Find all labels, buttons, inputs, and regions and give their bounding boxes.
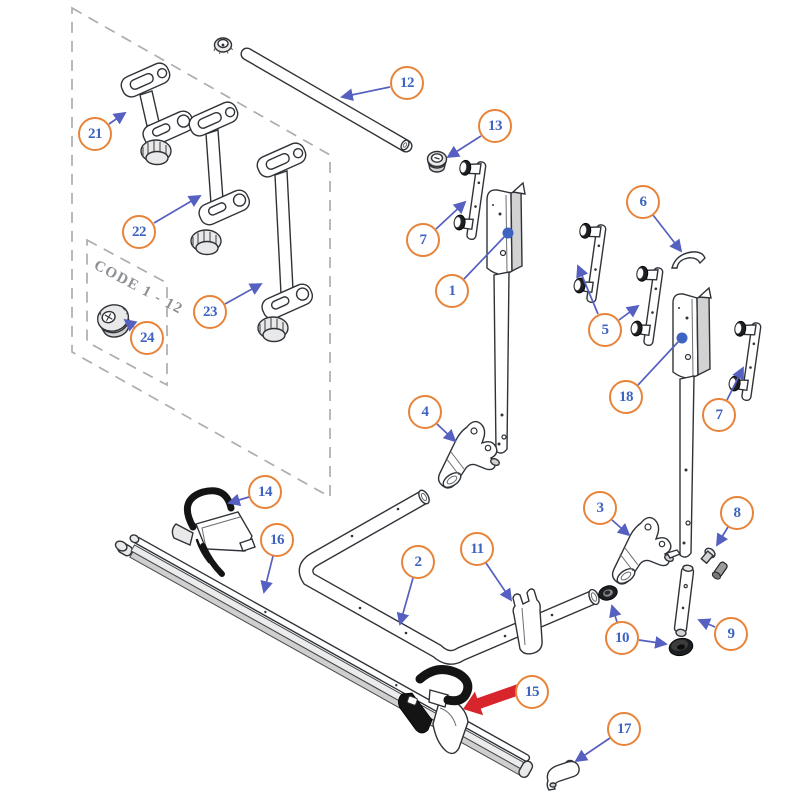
part-22-holder-medium bbox=[188, 101, 251, 256]
callout-4: 4 bbox=[408, 395, 442, 429]
part-7-strap-left bbox=[449, 158, 487, 241]
part-23-holder-long bbox=[256, 142, 314, 343]
option-group-dashed-box bbox=[71, 6, 331, 499]
callout-21: 21 bbox=[78, 117, 112, 151]
part-5-strap-b bbox=[626, 264, 664, 347]
part-24-knob bbox=[96, 304, 130, 338]
part-9-flat-bar bbox=[673, 564, 695, 638]
callout-2: 2 bbox=[401, 545, 435, 579]
part-6-clip bbox=[671, 251, 706, 269]
callout-10: 10 bbox=[605, 621, 639, 655]
callout-23: 23 bbox=[193, 295, 227, 329]
callout-7-left: 7 bbox=[406, 223, 440, 257]
part-2-u-frame bbox=[298, 489, 600, 665]
callout-5: 5 bbox=[588, 313, 622, 347]
part-3-pin bbox=[665, 549, 682, 559]
callout-17: 17 bbox=[607, 712, 641, 746]
highlight-arrow-15 bbox=[463, 681, 528, 716]
callout-7-right: 7 bbox=[702, 398, 736, 432]
part-1-left-post bbox=[486, 181, 526, 454]
callout-11: 11 bbox=[460, 532, 494, 566]
code-option-dashed-box bbox=[86, 238, 168, 387]
callout-18: 18 bbox=[609, 380, 643, 414]
part-13-cap bbox=[426, 150, 448, 173]
callout-13: 13 bbox=[478, 109, 512, 143]
part-12-crossbar bbox=[240, 47, 413, 153]
part-17-hook bbox=[546, 759, 580, 791]
callout-22: 22 bbox=[122, 215, 156, 249]
callout-9: 9 bbox=[714, 617, 748, 651]
callout-3: 3 bbox=[583, 491, 617, 525]
part-15-wheel-strap bbox=[398, 665, 473, 755]
part-8-bolt bbox=[700, 547, 728, 580]
callout-24: 24 bbox=[130, 321, 164, 355]
part-21-holder-short bbox=[120, 62, 195, 166]
callout-leaders bbox=[108, 86, 744, 763]
callout-8: 8 bbox=[720, 496, 754, 530]
part-7-strap-right bbox=[724, 319, 762, 402]
callout-14: 14 bbox=[248, 475, 282, 509]
callout-1: 1 bbox=[435, 274, 469, 308]
callout-15: 15 bbox=[515, 675, 549, 709]
part-cap-top bbox=[213, 37, 233, 55]
callout-6: 6 bbox=[626, 185, 660, 219]
part-4-pivot-bracket bbox=[437, 420, 502, 491]
part-10-cap bbox=[668, 637, 694, 657]
part-11-clamp bbox=[512, 588, 543, 655]
part-10-ring bbox=[598, 585, 618, 601]
callout-12: 12 bbox=[390, 66, 424, 100]
callout-16: 16 bbox=[260, 523, 294, 557]
part-14-strap-buckle bbox=[171, 487, 256, 577]
